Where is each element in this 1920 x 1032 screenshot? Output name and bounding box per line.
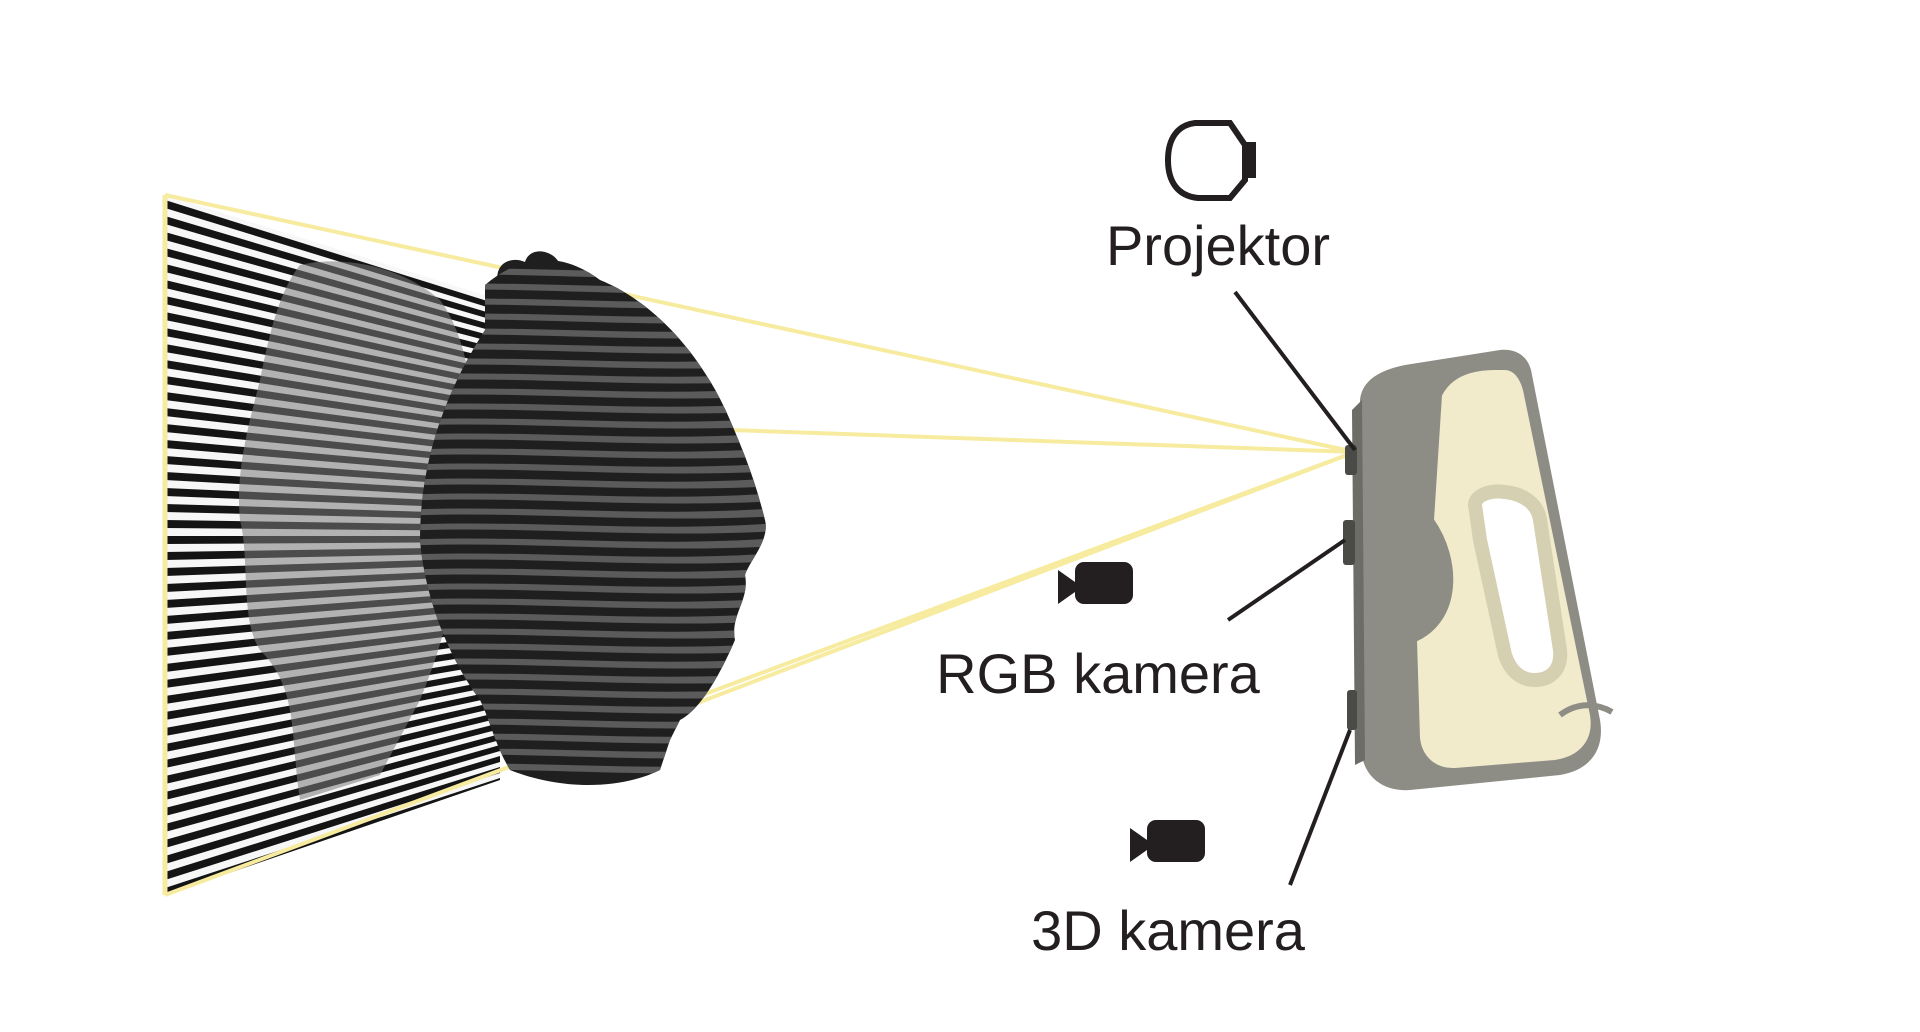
projected-stripe-pattern: [162, 195, 500, 895]
3d-camera-callout: 3D kamera: [1031, 820, 1306, 962]
rgb-camera-label: RGB kamera: [936, 642, 1260, 705]
video-camera-icon: [1058, 562, 1133, 604]
head-stripe: [420, 448, 766, 459]
head-stripe: [420, 433, 766, 444]
callout-lines: [1226, 290, 1357, 886]
stripe: [165, 767, 500, 880]
head-stripe: [420, 673, 766, 684]
handheld-3d-scanner: [1343, 349, 1614, 791]
head-stripe: [420, 688, 766, 699]
head-stripe: [420, 523, 766, 534]
head-stripe: [420, 358, 766, 369]
head-stripe: [420, 463, 766, 474]
head-stripe: [420, 658, 766, 669]
head-stripe: [420, 538, 766, 549]
projector-callout: Projektor: [1106, 120, 1330, 277]
projector-icon: [1164, 120, 1256, 201]
head-stripe: [420, 553, 766, 564]
rgb-camera-callout: RGB kamera: [936, 562, 1261, 705]
head-stripe: [420, 403, 766, 414]
stripe: [165, 756, 500, 864]
head-stripe: [420, 508, 766, 519]
head-stripe: [420, 613, 766, 624]
head-shadow: [239, 261, 474, 800]
stripe: [165, 200, 500, 311]
head-stripe: [420, 598, 766, 609]
head-stripe: [420, 343, 766, 354]
stripe: [165, 745, 500, 848]
head-stripe: [420, 643, 766, 654]
head-stripe: [420, 703, 766, 714]
scanned-head-sculpture: [420, 251, 766, 785]
projector-label: Projektor: [1106, 214, 1330, 277]
head-stripe: [420, 478, 766, 489]
projector-light-beam: [164, 193, 1356, 897]
head-stripe: [420, 628, 766, 639]
head-stripe: [420, 583, 766, 594]
3d-camera-label: 3D kamera: [1031, 899, 1306, 962]
head-stripe: [420, 493, 766, 504]
video-camera-icon: [1130, 820, 1205, 862]
head-stripe: [420, 388, 766, 399]
head-stripe: [420, 418, 766, 429]
head-stripe: [420, 373, 766, 384]
head-stripe: [420, 568, 766, 579]
